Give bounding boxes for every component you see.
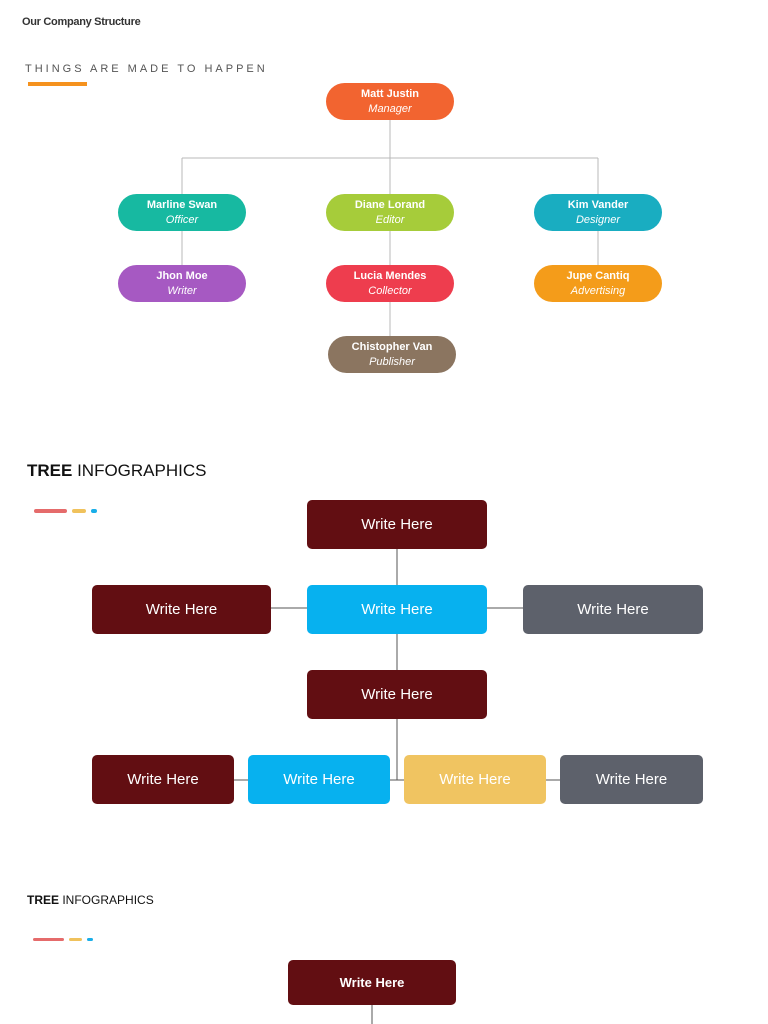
org-node-name: Chistopher Van (351, 340, 433, 353)
org-node-name: Kim Vander (567, 198, 629, 211)
tree-box-label: Write Here (283, 771, 355, 788)
org-node-role: Editor (375, 213, 405, 226)
tree-box-label: Write Here (361, 601, 433, 618)
org-node-name: Marline Swan (146, 198, 218, 211)
section-title-bold: TREE (27, 893, 60, 907)
accent-dash-red (34, 509, 67, 513)
tree-box-label: Write Here (145, 601, 218, 618)
tree-box-top: Write Here (288, 960, 456, 1005)
tree-box-label: Write Here (361, 516, 433, 533)
section-title-bold: TREE (27, 461, 73, 480)
tree-box-mid-left: Write Here (92, 585, 271, 634)
section-title: TREE INFOGRAPHICS (27, 461, 206, 481)
tree-box-label: Write Here (339, 975, 405, 990)
org-node-advertising: Jupe Cantiq Advertising (534, 265, 662, 302)
section-title-rest: INFOGRAPHICS (72, 461, 207, 480)
org-node-editor: Diane Lorand Editor (326, 194, 454, 231)
org-node-role: Collector (368, 284, 412, 297)
accent-dash-yellow (69, 938, 82, 941)
org-node-officer: Marline Swan Officer (118, 194, 246, 231)
org-node-publisher: Chistopher Van Publisher (328, 336, 456, 373)
document-title: Our Company Structure (22, 16, 141, 28)
org-node-role: Manager (368, 102, 412, 115)
org-node-designer: Kim Vander Designer (534, 194, 662, 231)
tree-box-bottom-2: Write Here (248, 755, 390, 804)
tree-box-bottom-1: Write Here (92, 755, 234, 804)
tree-box-mid-center: Write Here (307, 585, 487, 634)
tagline: THINGS ARE MADE TO HAPPEN (25, 63, 268, 75)
accent-dash-yellow (72, 509, 86, 513)
org-node-name: Matt Justin (360, 87, 420, 100)
org-node-writer: Jhon Moe Writer (118, 265, 246, 302)
accent-dash-red (33, 938, 64, 941)
org-node-role: Officer (165, 213, 199, 226)
org-node-role: Publisher (369, 355, 415, 368)
tree-box-label: Write Here (595, 771, 668, 788)
accent-dash-blue (91, 509, 97, 513)
tagline-underline (28, 82, 87, 86)
tree-box-label: Write Here (439, 771, 511, 788)
org-node-name: Jhon Moe (156, 269, 208, 282)
org-node-collector: Lucia Mendes Collector (326, 265, 454, 302)
tree-box-bottom-3: Write Here (404, 755, 546, 804)
tree-box-top: Write Here (307, 500, 487, 549)
org-node-name: Lucia Mendes (353, 269, 427, 282)
section-title-rest: INFOGRAPHICS (59, 893, 154, 907)
tree-box-label: Write Here (127, 771, 199, 788)
org-node-role: Advertising (570, 284, 626, 297)
section-title: TREE INFOGRAPHICS (27, 893, 154, 907)
org-node-name: Jupe Cantiq (566, 269, 630, 282)
tree-box-label: Write Here (361, 686, 433, 703)
org-node-role: Writer (167, 284, 197, 297)
org-node-name: Diane Lorand (354, 198, 426, 211)
org-node-role: Designer (575, 213, 621, 226)
tree-box-lower: Write Here (307, 670, 487, 719)
tree-box-mid-right: Write Here (523, 585, 703, 634)
org-node-manager: Matt Justin Manager (326, 83, 454, 120)
tree-box-bottom-4: Write Here (560, 755, 703, 804)
accent-dash-blue (87, 938, 93, 941)
tree-box-label: Write Here (577, 601, 649, 618)
